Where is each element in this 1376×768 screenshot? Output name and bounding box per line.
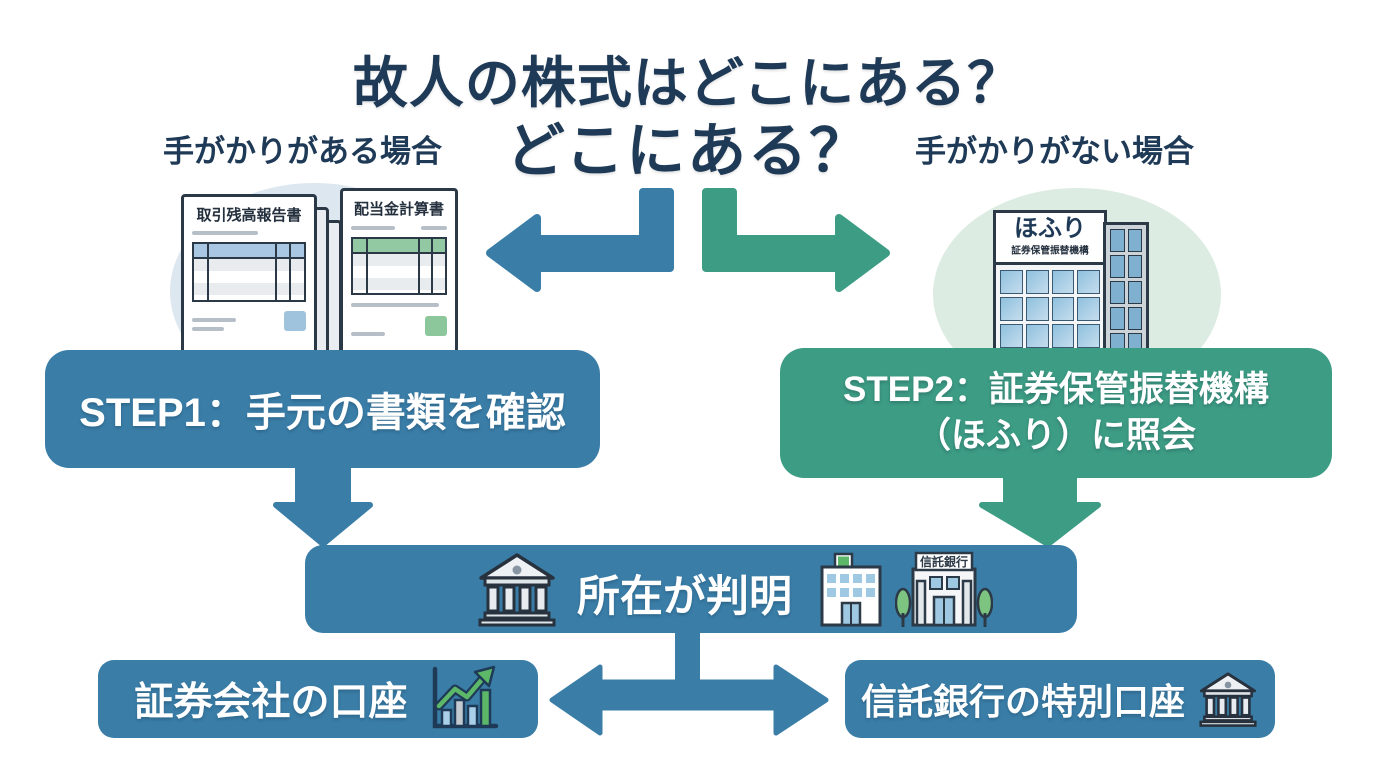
- trust-bank-sign-text: 信託銀行: [920, 554, 968, 569]
- hofuri-sign-sub: 証券保管振替機構: [1011, 245, 1089, 257]
- document-text-line: [192, 231, 259, 235]
- branch-label-has-clues: 手がかりがある場合: [163, 134, 442, 169]
- split-right-arrow: [687, 664, 829, 736]
- document-2-stamp: [425, 316, 447, 336]
- document-2-footer: [351, 316, 447, 336]
- document-1-table: [192, 242, 306, 302]
- trust-bank-icon: 信託銀行: [895, 551, 993, 627]
- step2-box: STEP2：証券保管振替機構 （ほふり）に照会: [780, 348, 1332, 478]
- result-box: 所在が判明 信託銀行: [305, 545, 1077, 633]
- outcome-left-label: 証券会社の口座: [134, 681, 408, 724]
- page-title-line2: どこにある？: [505, 118, 871, 184]
- step1-down-arrow: [273, 459, 373, 547]
- document-1-footer: [192, 311, 306, 331]
- outcome-right-label: 信託銀行の特別口座: [860, 681, 1185, 722]
- step2-label-line2: （ほふり）に照会: [915, 416, 1196, 455]
- step1-box: STEP1：手元の書類を確認: [45, 350, 600, 468]
- building-windows: [996, 265, 1104, 350]
- bank-columns-icon: [478, 553, 556, 627]
- step2-label-line1: STEP2：証券保管振替機構: [843, 369, 1269, 409]
- outcome-securities-account-box: 証券会社の口座: [98, 660, 538, 738]
- outcome-trust-bank-box: 信託銀行の特別口座: [845, 660, 1275, 738]
- page-title-line1: 故人の株式はどこにある？: [352, 52, 1024, 114]
- split-left-arrow: [549, 664, 693, 736]
- document-2-title: 配当金計算書: [353, 201, 444, 218]
- document-2-table: [351, 237, 447, 295]
- step1-label: STEP1：手元の書類を確認: [79, 391, 566, 435]
- document-1-title: 取引残高報告書: [196, 207, 302, 224]
- branch-label-no-clues: 手がかりがない場合: [915, 134, 1194, 169]
- hofuri-sign-main: ほふり: [1014, 215, 1086, 242]
- result-split-stem: [675, 626, 700, 695]
- branch-right-arrow: [702, 188, 890, 292]
- bank-icon: [1199, 672, 1257, 727]
- document-1-stamp: [284, 311, 306, 331]
- hofuri-sign: ほふり 証券保管振替機構: [996, 213, 1104, 266]
- result-label: 所在が判明: [577, 573, 792, 621]
- branch-left-arrow: [486, 188, 674, 292]
- step2-down-arrow: [979, 467, 1101, 547]
- office-building-icon: [820, 552, 882, 627]
- chart-up-icon: [432, 665, 498, 729]
